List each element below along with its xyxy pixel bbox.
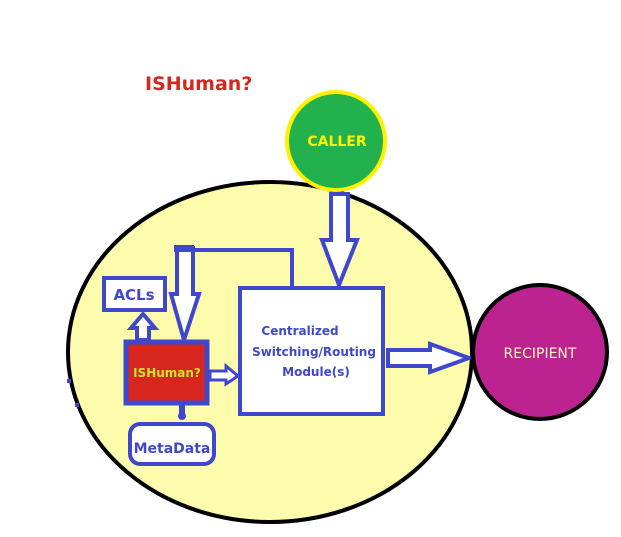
ishuman-module-node[interactable]: ISHuman? bbox=[123, 339, 210, 406]
switching-label-line-2: Switching/Routing bbox=[252, 345, 376, 359]
boundary-mark bbox=[67, 379, 71, 383]
metadata-box bbox=[128, 422, 216, 466]
connector-corner bbox=[174, 245, 194, 252]
arrow-ishuman-to-switching bbox=[208, 362, 241, 387]
switching-module-box bbox=[238, 286, 385, 416]
metadata-node[interactable]: MetaData bbox=[128, 422, 216, 466]
arrow-switching-to-ishuman bbox=[168, 246, 202, 347]
acls-box bbox=[102, 276, 167, 312]
switching-module-node[interactable]: Centralized Switching/Routing Module(s) bbox=[238, 286, 385, 416]
caller-node[interactable]: CALLER bbox=[285, 90, 387, 192]
ishuman-module-label: ISHuman? bbox=[133, 366, 201, 380]
arrow-switching-to-recipient bbox=[386, 341, 475, 375]
arrow-caller-to-switching bbox=[319, 192, 360, 291]
recipient-label: RECIPIENT bbox=[504, 346, 577, 362]
diagram-title: ISHuman? bbox=[145, 73, 252, 95]
recipient-circle bbox=[471, 283, 609, 421]
arrow-ishuman-to-acls bbox=[126, 310, 160, 342]
boundary-mark bbox=[75, 403, 79, 407]
switching-label-line-1: Centralized bbox=[261, 324, 338, 338]
ishuman-module-box bbox=[123, 339, 210, 406]
acls-label: ACLs bbox=[113, 286, 154, 304]
connector-loop-line bbox=[185, 248, 294, 288]
caller-circle bbox=[285, 90, 387, 192]
acls-node[interactable]: ACLs bbox=[102, 276, 167, 312]
switching-label-line-3: Module(s) bbox=[282, 365, 350, 379]
connector-dot bbox=[178, 412, 186, 420]
metadata-label: MetaData bbox=[134, 441, 211, 457]
recipient-node[interactable]: RECIPIENT bbox=[471, 283, 609, 421]
caller-label: CALLER bbox=[307, 134, 367, 150]
